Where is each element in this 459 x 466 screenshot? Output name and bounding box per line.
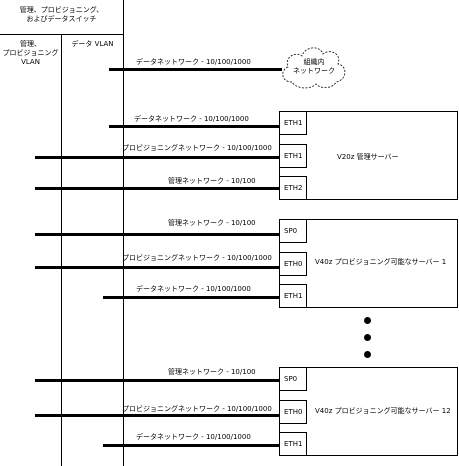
prov-server-12-port-eth0: ETH0	[279, 400, 307, 424]
wire-data-to-cloud-label: データネットワーク - 10/100/1000	[136, 58, 251, 66]
mgmt-server-label: V20z 管理サーバー	[337, 153, 399, 161]
wire-provisioning-prov12-eth0	[35, 414, 279, 417]
wire-data-to-cloud	[109, 68, 282, 71]
wire-mgmt-prov12-sp0-label: 管理ネットワーク - 10/100	[168, 368, 256, 376]
mgmt-server-box	[279, 111, 458, 200]
ellipsis-dot-3	[364, 351, 371, 358]
wire-mgmt-prov1-sp0-label: 管理ネットワーク - 10/100	[168, 219, 256, 227]
switch-title: 管理、プロビジョニング、 およびデータスイッチ	[19, 6, 104, 23]
mgmt-provisioning-vlan-label: 管理、 プロビジョニング VLAN	[2, 40, 59, 66]
wire-provisioning-mgmt-eth1	[35, 156, 279, 159]
wire-mgmt-prov12-sp0	[35, 379, 279, 382]
corporate-network-cloud	[282, 47, 346, 89]
cloud-shape	[282, 47, 346, 89]
wire-provisioning-prov1-eth0	[35, 266, 279, 269]
wire-data-prov12-eth1-label: データネットワーク - 10/100/1000	[136, 433, 251, 441]
ellipsis-dot-2	[364, 334, 371, 341]
wire-provisioning-prov12-eth0-label: プロビジョニングネットワーク - 10/100/1000	[122, 405, 272, 413]
wire-provisioning-prov1-eth0-label: プロビジョニングネットワーク - 10/100/1000	[122, 254, 272, 262]
prov-server-1-port-eth1: ETH1	[279, 284, 307, 308]
prov-server-1-label: V40z プロビジョニング可能なサーバー 1	[315, 258, 447, 266]
wire-data-mgmt-eth1	[109, 125, 279, 128]
mgmt-server-port-eth2: ETH2	[279, 176, 307, 200]
prov-server-1-port-eth0: ETH0	[279, 252, 307, 276]
wire-mgmt-mgmt-eth2-label: 管理ネットワーク - 10/100	[168, 177, 256, 185]
wire-data-mgmt-eth1-label: データネットワーク - 10/100/1000	[134, 115, 249, 123]
wire-mgmt-prov1-sp0	[35, 233, 279, 236]
ellipsis-dot-1	[364, 317, 371, 324]
wire-mgmt-mgmt-eth2	[35, 187, 279, 190]
prov-server-12-port-sp0: SP0	[279, 367, 307, 391]
wire-data-prov12-eth1	[103, 444, 279, 447]
corporate-network-label: 組織内 ネットワーク	[293, 58, 335, 75]
wire-provisioning-mgmt-eth1-label: プロビジョニングネットワーク - 10/100/1000	[122, 144, 272, 152]
prov-server-12-port-eth1: ETH1	[279, 432, 307, 456]
prov-server-12-label: V40z プロビジョニング可能なサーバー 12	[315, 407, 451, 415]
wire-data-prov1-eth1	[103, 296, 279, 299]
wire-data-prov1-eth1-label: データネットワーク - 10/100/1000	[136, 285, 251, 293]
mgmt-server-port-eth1-a: ETH1	[279, 111, 307, 135]
prov-server-1-port-sp0: SP0	[279, 219, 307, 243]
mgmt-server-port-eth1-b: ETH1	[279, 144, 307, 168]
data-vlan-label: データ VLAN	[71, 40, 114, 48]
vlan-divider	[61, 34, 62, 466]
prov-server-12-box	[279, 367, 458, 456]
